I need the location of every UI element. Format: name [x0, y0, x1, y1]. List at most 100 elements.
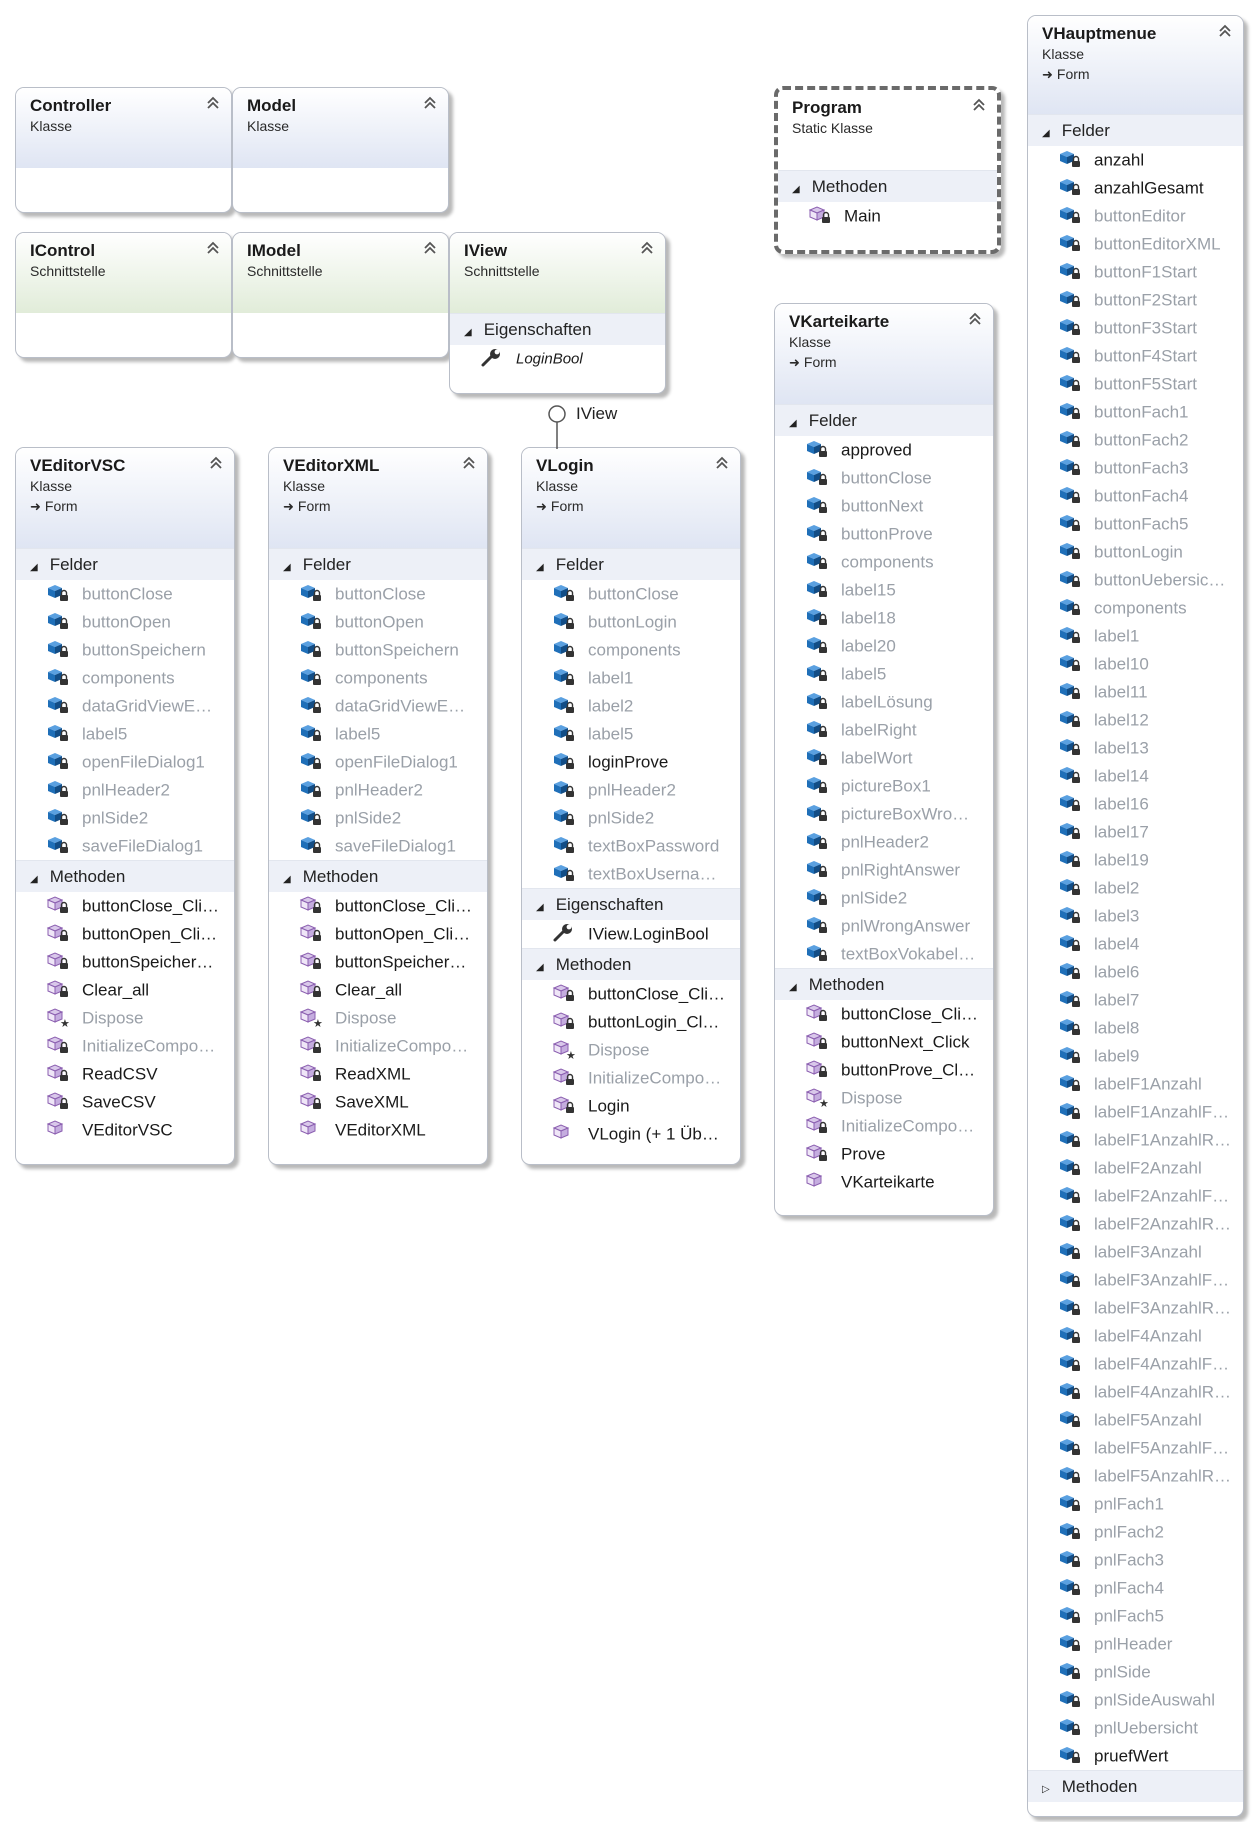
member-item[interactable]: buttonOpen_Cli…	[16, 920, 234, 948]
section-methoden[interactable]: ◢Methoden	[16, 860, 234, 892]
member-item[interactable]: textBoxVokabel…	[775, 940, 993, 968]
member-item[interactable]: components	[16, 664, 234, 692]
member-item[interactable]: buttonF4Start	[1028, 342, 1243, 370]
member-item[interactable]: label1	[522, 664, 740, 692]
member-item[interactable]: IView.LoginBool	[522, 920, 740, 948]
collapse-chevron-icon[interactable]	[462, 456, 476, 471]
member-item[interactable]: Login	[522, 1092, 740, 1120]
collapse-chevron-icon[interactable]	[206, 241, 220, 256]
member-item[interactable]: labelF3AnzahlF…	[1028, 1266, 1243, 1294]
member-item[interactable]: labelF2AnzahlF…	[1028, 1182, 1243, 1210]
member-item[interactable]: VKarteikarte	[775, 1168, 993, 1196]
member-item[interactable]: label11	[1028, 678, 1243, 706]
member-item[interactable]: label17	[1028, 818, 1243, 846]
member-item[interactable]: label2	[1028, 874, 1243, 902]
member-item[interactable]: labelF2Anzahl	[1028, 1154, 1243, 1182]
member-item[interactable]: labelF3Anzahl	[1028, 1238, 1243, 1266]
member-item[interactable]: pictureBox1	[775, 772, 993, 800]
member-item[interactable]: labelF4AnzahlR…	[1028, 1378, 1243, 1406]
member-item[interactable]: buttonF2Start	[1028, 286, 1243, 314]
member-item[interactable]: buttonClose	[269, 580, 487, 608]
member-item[interactable]: label4	[1028, 930, 1243, 958]
member-item[interactable]: buttonUebersic…	[1028, 566, 1243, 594]
member-item[interactable]: buttonFach2	[1028, 426, 1243, 454]
member-item[interactable]: anzahlGesamt	[1028, 174, 1243, 202]
member-item[interactable]: label14	[1028, 762, 1243, 790]
member-item[interactable]: label5	[269, 720, 487, 748]
member-item[interactable]: approved	[775, 436, 993, 464]
member-item[interactable]: components	[522, 636, 740, 664]
member-item[interactable]: buttonNext	[775, 492, 993, 520]
member-item[interactable]: textBoxPassword	[522, 832, 740, 860]
member-item[interactable]: buttonEditorXML	[1028, 230, 1243, 258]
member-item[interactable]: label10	[1028, 650, 1243, 678]
member-item[interactable]: label2	[522, 692, 740, 720]
section-methoden[interactable]: ◢Methoden	[775, 968, 993, 1000]
member-item[interactable]: pnlHeader2	[522, 776, 740, 804]
member-item[interactable]: pnlRightAnswer	[775, 856, 993, 884]
member-item[interactable]: InitializeCompo…	[16, 1032, 234, 1060]
section-eigenschaften[interactable]: ◢Eigenschaften	[450, 313, 665, 345]
member-item[interactable]: labelF2AnzahlR…	[1028, 1210, 1243, 1238]
member-item[interactable]: buttonLogin	[1028, 538, 1243, 566]
member-item[interactable]: buttonF3Start	[1028, 314, 1243, 342]
expanded-triangle-icon[interactable]: ◢	[283, 874, 291, 885]
expanded-triangle-icon[interactable]: ◢	[30, 562, 38, 573]
member-item[interactable]: label9	[1028, 1042, 1243, 1070]
member-item[interactable]: pnlHeader2	[16, 776, 234, 804]
section-felder[interactable]: ◢Felder	[269, 548, 487, 580]
member-item[interactable]: labelLösung	[775, 688, 993, 716]
member-item[interactable]: pnlSide2	[269, 804, 487, 832]
member-item[interactable]: openFileDialog1	[16, 748, 234, 776]
expanded-triangle-icon[interactable]: ◢	[283, 562, 291, 573]
member-item[interactable]: labelF5AnzahlR…	[1028, 1462, 1243, 1490]
member-item[interactable]: labelF4AnzahlF…	[1028, 1350, 1243, 1378]
expanded-triangle-icon[interactable]: ◢	[789, 418, 797, 429]
member-item[interactable]: buttonClose	[16, 580, 234, 608]
member-item[interactable]: label18	[775, 604, 993, 632]
member-item[interactable]: openFileDialog1	[269, 748, 487, 776]
member-item[interactable]: buttonOpen	[269, 608, 487, 636]
member-item[interactable]: VEditorVSC	[16, 1116, 234, 1144]
collapse-chevron-icon[interactable]	[209, 456, 223, 471]
section-felder[interactable]: ◢Felder	[775, 404, 993, 436]
member-item[interactable]: pnlHeader	[1028, 1630, 1243, 1658]
section-felder[interactable]: ◢Felder	[522, 548, 740, 580]
member-item[interactable]: buttonProve	[775, 520, 993, 548]
member-item[interactable]: labelF4Anzahl	[1028, 1322, 1243, 1350]
section-felder[interactable]: ◢Felder	[16, 548, 234, 580]
member-item[interactable]: labelF1AnzahlF…	[1028, 1098, 1243, 1126]
member-item[interactable]: label13	[1028, 734, 1243, 762]
collapse-chevron-icon[interactable]	[206, 96, 220, 111]
member-item[interactable]: components	[269, 664, 487, 692]
member-item[interactable]: label5	[522, 720, 740, 748]
member-item[interactable]: buttonClose_Cli…	[775, 1000, 993, 1028]
member-item[interactable]: buttonF5Start	[1028, 370, 1243, 398]
member-item[interactable]: pictureBoxWro…	[775, 800, 993, 828]
member-item[interactable]: labelF5Anzahl	[1028, 1406, 1243, 1434]
expanded-triangle-icon[interactable]: ◢	[536, 902, 544, 913]
member-item[interactable]: buttonClose_Cli…	[522, 980, 740, 1008]
member-item[interactable]: pnlHeader2	[269, 776, 487, 804]
member-item[interactable]: VEditorXML	[269, 1116, 487, 1144]
expanded-triangle-icon[interactable]: ◢	[792, 184, 800, 195]
member-item[interactable]: pnlFach2	[1028, 1518, 1243, 1546]
member-item[interactable]: label7	[1028, 986, 1243, 1014]
member-item[interactable]: buttonNext_Click	[775, 1028, 993, 1056]
member-item[interactable]: labelRight	[775, 716, 993, 744]
expanded-triangle-icon[interactable]: ◢	[536, 562, 544, 573]
member-item[interactable]: buttonLogin_Cl…	[522, 1008, 740, 1036]
member-item[interactable]: dataGridViewE…	[269, 692, 487, 720]
member-item[interactable]: ReadXML	[269, 1060, 487, 1088]
member-item[interactable]: SaveCSV	[16, 1088, 234, 1116]
member-item[interactable]: pnlWrongAnswer	[775, 912, 993, 940]
member-item[interactable]: labelF1AnzahlR…	[1028, 1126, 1243, 1154]
member-item[interactable]: buttonClose	[522, 580, 740, 608]
member-item[interactable]: labelWort	[775, 744, 993, 772]
member-item[interactable]: pnlFach5	[1028, 1602, 1243, 1630]
member-item[interactable]: buttonOpen	[16, 608, 234, 636]
expanded-triangle-icon[interactable]: ◢	[1042, 128, 1050, 139]
